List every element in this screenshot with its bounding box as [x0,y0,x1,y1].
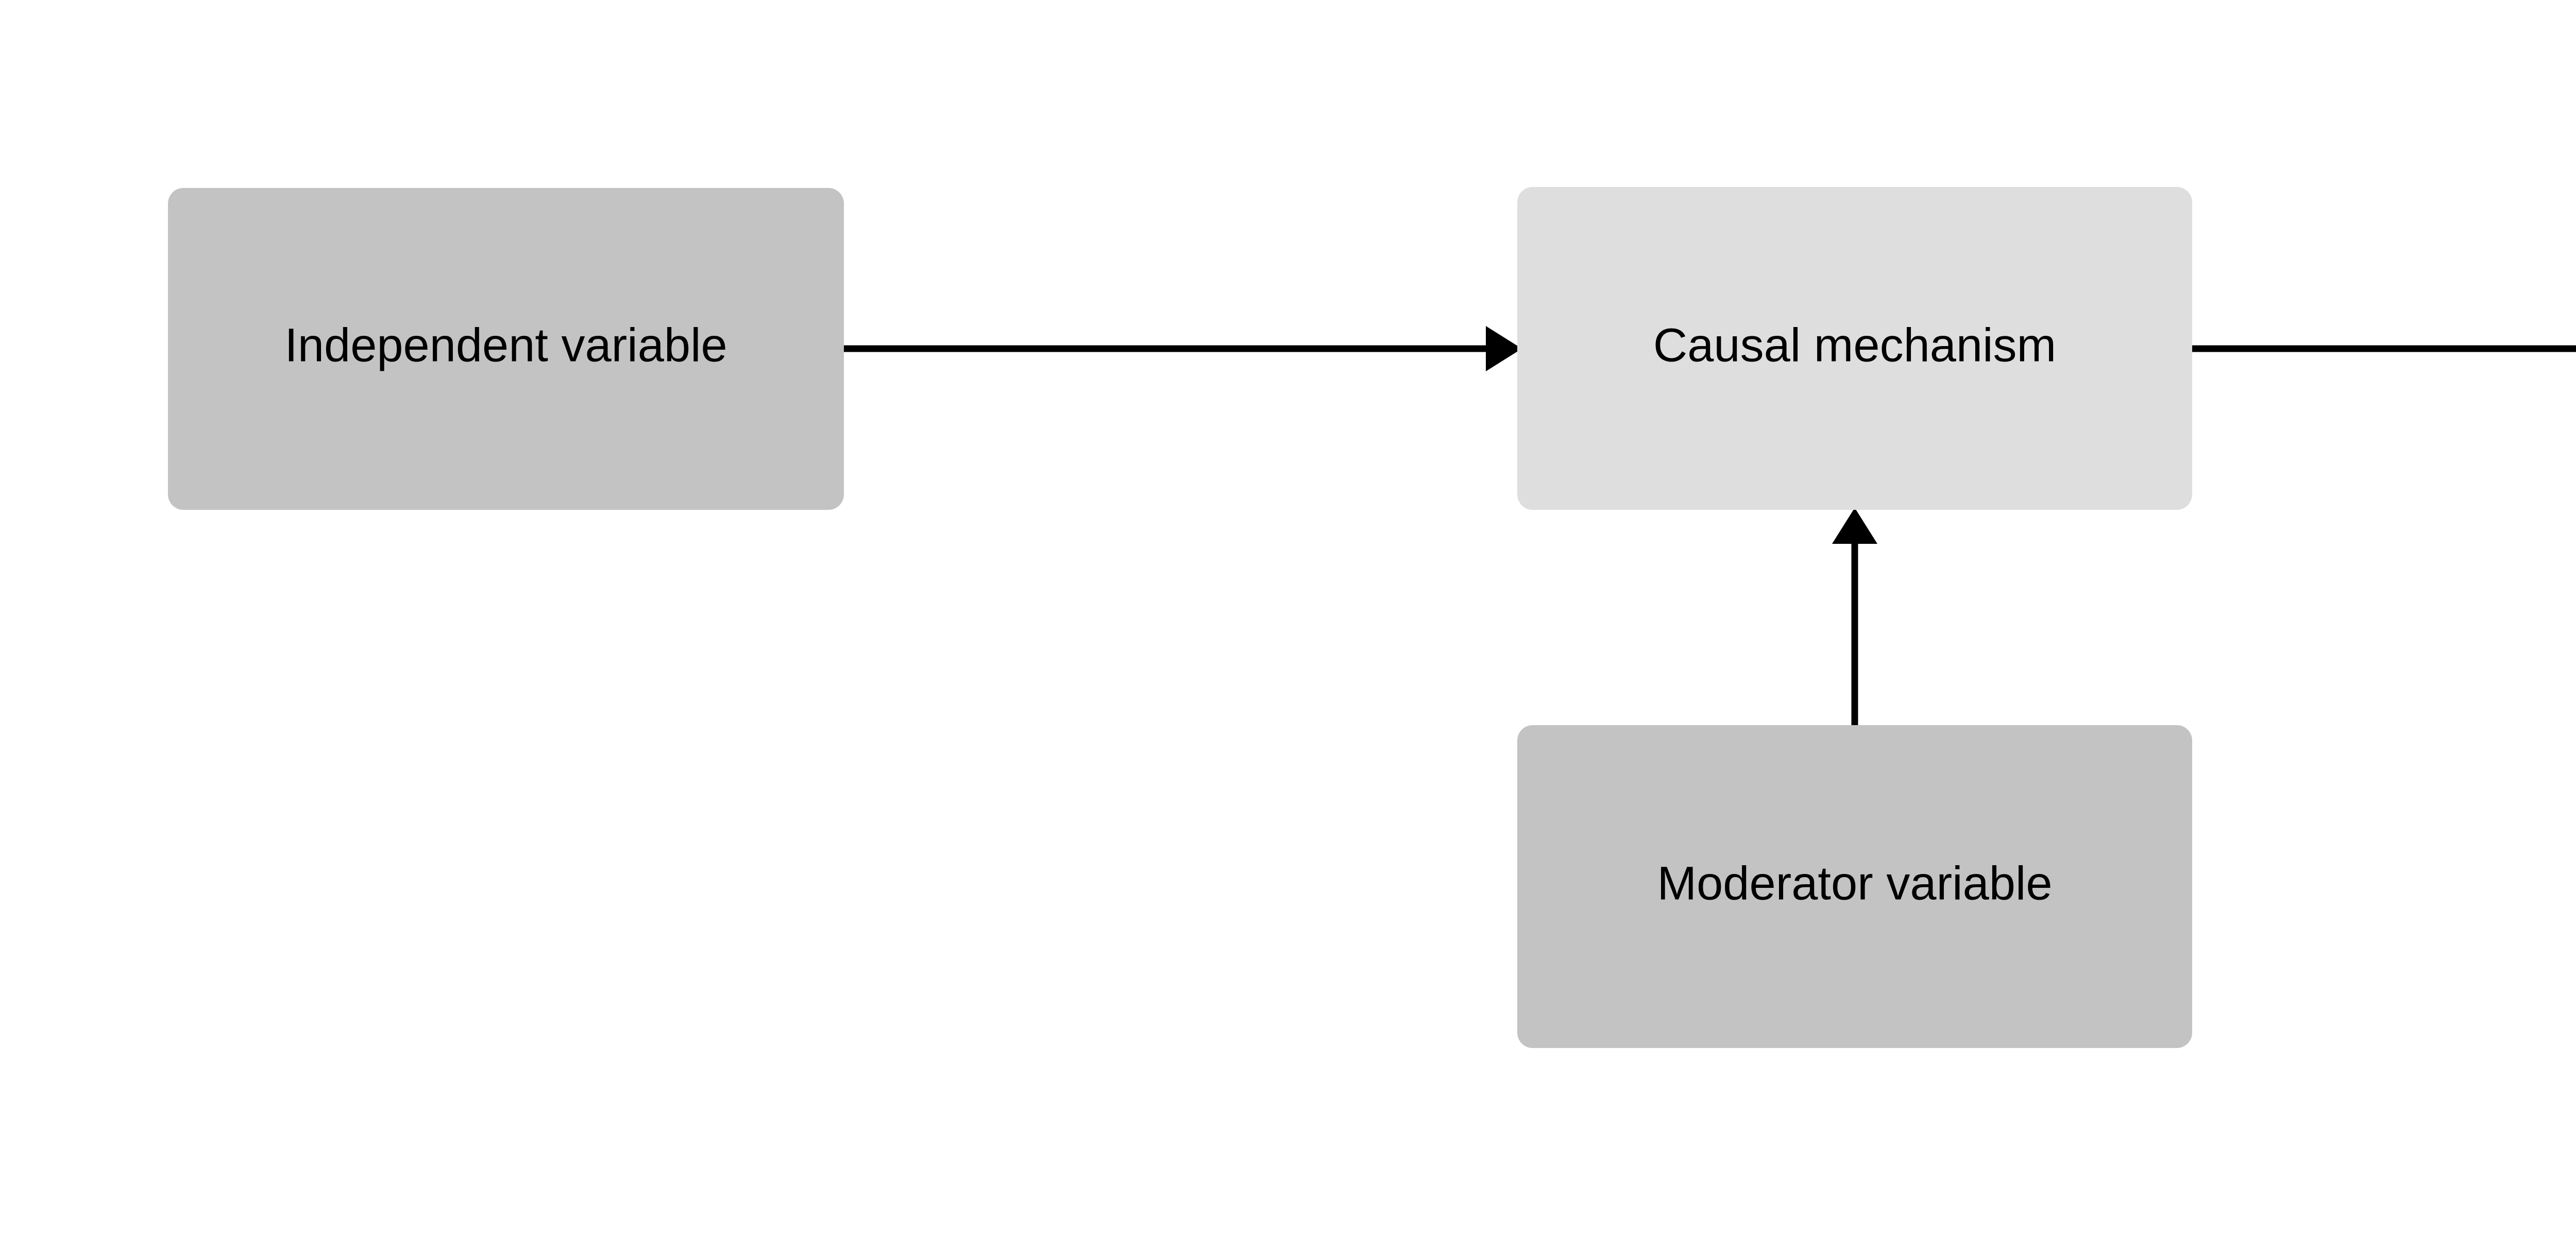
node-independent-variable-shape [168,188,844,510]
arrowhead-right-icon [1486,326,1522,371]
node-layer: Independent variable Causal mechanism De… [168,187,2192,1048]
node-moderator-variable[interactable]: Moderator variable [1517,725,2192,1048]
node-independent-variable-label: Independent variable [284,319,727,371]
edge-layer [844,326,2576,725]
edge-mechanism-to-dv[interactable] [2192,326,2576,371]
node-moderator-variable-label: Moderator variable [1657,857,2052,909]
node-independent-variable[interactable]: Independent variable [168,188,844,510]
arrowhead-up-icon [1832,508,1877,544]
node-causal-mechanism[interactable]: Causal mechanism [1517,187,2192,510]
edge-iv-to-mechanism[interactable] [844,326,1522,371]
node-causal-mechanism-shape [1517,187,2192,510]
node-causal-mechanism-label: Causal mechanism [1653,319,2056,371]
node-moderator-variable-shape [1517,725,2192,1048]
edge-moderator-to-mechanism[interactable] [1832,508,1877,725]
